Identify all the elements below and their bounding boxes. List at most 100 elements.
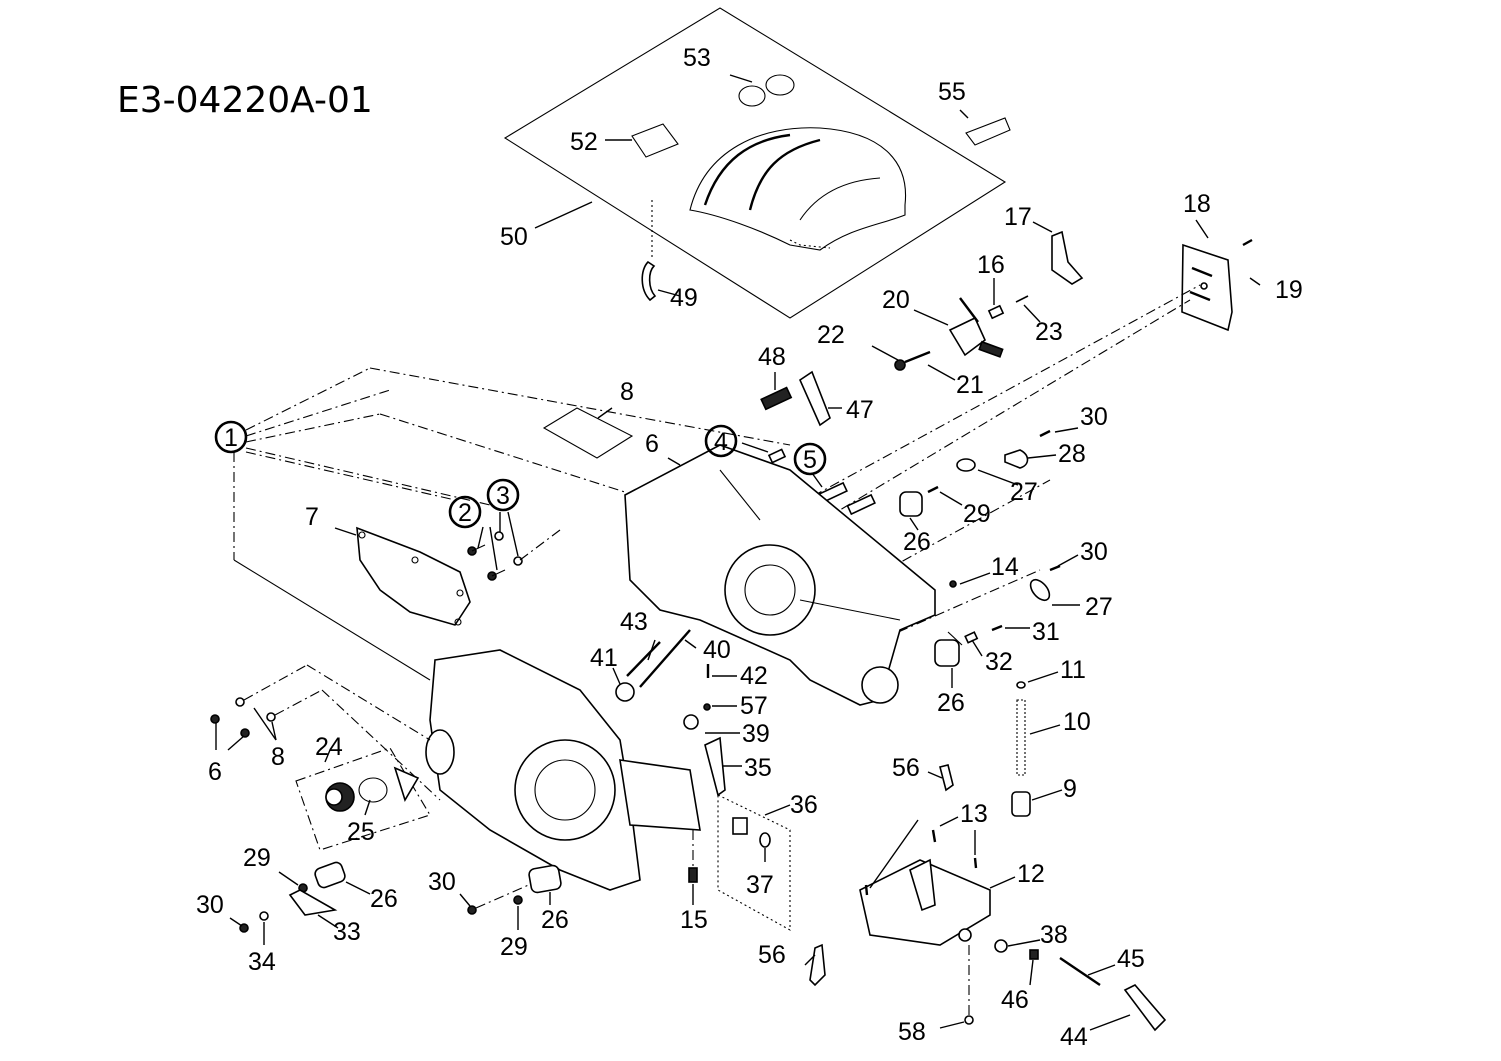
callout-33: 33 [333, 918, 361, 946]
label-plate-52 [631, 123, 679, 158]
clip-28 [1004, 449, 1029, 469]
callout-38: 38 [1040, 921, 1068, 949]
clip-56-upper [939, 764, 954, 792]
callout-43: 43 [620, 608, 648, 636]
shafts-43-40 [626, 629, 691, 688]
callout-21: 21 [956, 371, 984, 399]
callout-49: 49 [670, 284, 698, 312]
callout-30-upper: 30 [1080, 403, 1108, 431]
callout-56-lower: 56 [758, 941, 786, 969]
rod-45 [1059, 957, 1101, 986]
base-12 [859, 858, 991, 946]
callout-56-upper: 56 [892, 754, 920, 782]
callout-36: 36 [790, 791, 818, 819]
sprocket-24 [325, 782, 355, 812]
callout-50: 50 [500, 223, 528, 251]
callout-55: 55 [938, 78, 966, 106]
washer-34 [259, 911, 269, 921]
callout-6-lower: 6 [208, 758, 222, 786]
svg-text:1: 1 [224, 424, 238, 452]
screw-30-center [467, 879, 541, 915]
screws-13 [864, 819, 978, 896]
callout-47: 47 [846, 396, 874, 424]
callout-26-mid: 26 [937, 689, 965, 717]
svg-text:5: 5 [803, 446, 817, 474]
callout-45: 45 [1117, 945, 1145, 973]
crankcase-right-half [624, 444, 936, 706]
callout-7: 7 [305, 503, 319, 531]
callout-8-lower: 8 [271, 743, 285, 771]
assembly-axis-lines [759, 284, 1201, 641]
spring-48 [760, 386, 793, 411]
callout-39: 39 [742, 720, 770, 748]
callout-46: 46 [1001, 986, 1029, 1014]
cap-41 [615, 682, 635, 702]
callout-23: 23 [1035, 318, 1063, 346]
oring-25 [358, 766, 420, 803]
callout-32: 32 [985, 648, 1013, 676]
diagram-title: E3-04220A-01 [117, 80, 373, 121]
callout-17: 17 [1004, 203, 1032, 231]
bushing-26-mid [934, 631, 963, 667]
callout-42: 42 [740, 662, 768, 690]
callout-29-center: 29 [500, 933, 528, 961]
top-cover-part [689, 127, 907, 251]
callout-1: 1 [214, 420, 248, 454]
oil-pump-20 [948, 297, 1004, 358]
adjuster-36 [732, 817, 748, 835]
tube-10 [1016, 681, 1026, 776]
callout-57: 57 [740, 692, 768, 720]
callout-37: 37 [746, 871, 774, 899]
washers-3 [494, 529, 561, 566]
callout-34: 34 [248, 948, 276, 976]
screws-6-lower [210, 714, 250, 738]
callout-41: 41 [590, 644, 618, 672]
callout-26-center: 26 [541, 906, 569, 934]
pin-58 [964, 945, 974, 1025]
callout-29-upper: 29 [963, 500, 991, 528]
sticker-53 [738, 74, 795, 107]
callout-2: 2 [448, 495, 482, 529]
callout-28: 28 [1058, 440, 1086, 468]
callout-35: 35 [744, 754, 772, 782]
callout-6-upper: 6 [645, 430, 659, 458]
callout-5: 5 [793, 442, 827, 476]
screws-29-30-upper [927, 429, 1051, 494]
clip-56-lower [809, 943, 826, 987]
oring-37 [759, 832, 771, 848]
cover-group-outline [503, 7, 1007, 319]
grommet-46 [1029, 949, 1039, 960]
screw-19 [1242, 238, 1253, 247]
callout-22: 22 [817, 321, 845, 349]
washer-57 [703, 703, 711, 711]
callout-30-center: 30 [428, 868, 456, 896]
crankcase-left-half [425, 649, 701, 891]
filter-9 [1011, 791, 1031, 817]
bolt-22 [894, 350, 931, 371]
screw-23 [1015, 295, 1029, 303]
callout-8-upper: 8 [620, 378, 634, 406]
callout-58: 58 [898, 1018, 926, 1046]
callout-44: 44 [1060, 1023, 1088, 1051]
callout-19: 19 [1275, 276, 1303, 304]
seal-39 [683, 714, 699, 730]
bushing-26-upper [899, 491, 923, 517]
svg-text:4: 4 [714, 428, 728, 456]
bracket-33 [288, 889, 338, 916]
callout-30-left: 30 [196, 891, 224, 919]
svg-text:2: 2 [458, 499, 472, 527]
clip-49 [641, 200, 657, 302]
callout-27-upper: 27 [1010, 478, 1038, 506]
callout-53: 53 [683, 44, 711, 72]
pin-16 [987, 304, 1005, 320]
plate-27-lower [1029, 564, 1061, 602]
callout-1-leaders [233, 367, 791, 681]
callout-24: 24 [315, 733, 343, 761]
svg-text:3: 3 [496, 482, 510, 510]
spring-15 [688, 830, 698, 883]
screws-2 [467, 544, 506, 581]
callout-52: 52 [570, 128, 598, 156]
callout-4: 4 [704, 424, 738, 458]
bracket-35 [704, 736, 726, 797]
